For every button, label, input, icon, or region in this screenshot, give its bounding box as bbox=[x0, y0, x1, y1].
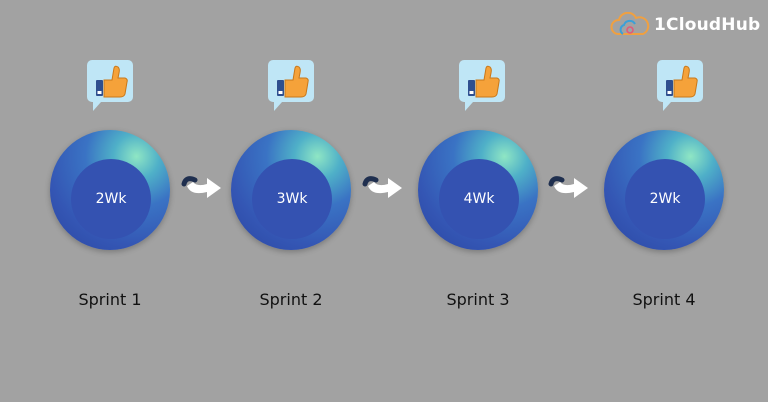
sprint-4-circle: 2Wk bbox=[604, 130, 724, 250]
thumbs-up-badge bbox=[459, 60, 505, 112]
curved-arrow-icon bbox=[181, 176, 221, 198]
thumbs-up-icon bbox=[268, 60, 314, 111]
thumbs-up-badge bbox=[657, 60, 703, 112]
thumbs-up-icon bbox=[87, 60, 133, 111]
sprint-1-core: 2Wk bbox=[71, 159, 151, 239]
thumbs-up-badge bbox=[268, 60, 314, 112]
curved-arrow-icon bbox=[362, 176, 402, 198]
sprint-3-core: 4Wk bbox=[439, 159, 519, 239]
sprint-2-circle: 3Wk bbox=[231, 130, 351, 250]
sprint-2-core: 3Wk bbox=[252, 159, 332, 239]
sprint-4-duration: 2Wk bbox=[649, 191, 681, 207]
curved-arrow-icon bbox=[548, 176, 588, 198]
sprint-4-core: 2Wk bbox=[625, 159, 705, 239]
thumbs-up-badge bbox=[87, 60, 133, 112]
sprint-3-duration: 4Wk bbox=[463, 191, 495, 207]
thumbs-up-icon bbox=[459, 60, 505, 111]
sprint-3-circle: 4Wk bbox=[418, 130, 538, 250]
thumbs-up-icon bbox=[657, 60, 703, 111]
sprint-4-label: Sprint 4 bbox=[632, 290, 696, 309]
sprint-3-label: Sprint 3 bbox=[446, 290, 510, 309]
sprint-1-label: Sprint 1 bbox=[78, 290, 142, 309]
sprint-2-duration: 3Wk bbox=[276, 191, 308, 207]
sprint-2-label: Sprint 2 bbox=[259, 290, 323, 309]
sprint-1-duration: 2Wk bbox=[95, 191, 127, 207]
brand-logo: 1CloudHub bbox=[610, 12, 760, 38]
sprint-1-circle: 2Wk bbox=[50, 130, 170, 250]
brand-name: 1CloudHub bbox=[654, 15, 761, 35]
cloud-icon bbox=[610, 12, 650, 35]
